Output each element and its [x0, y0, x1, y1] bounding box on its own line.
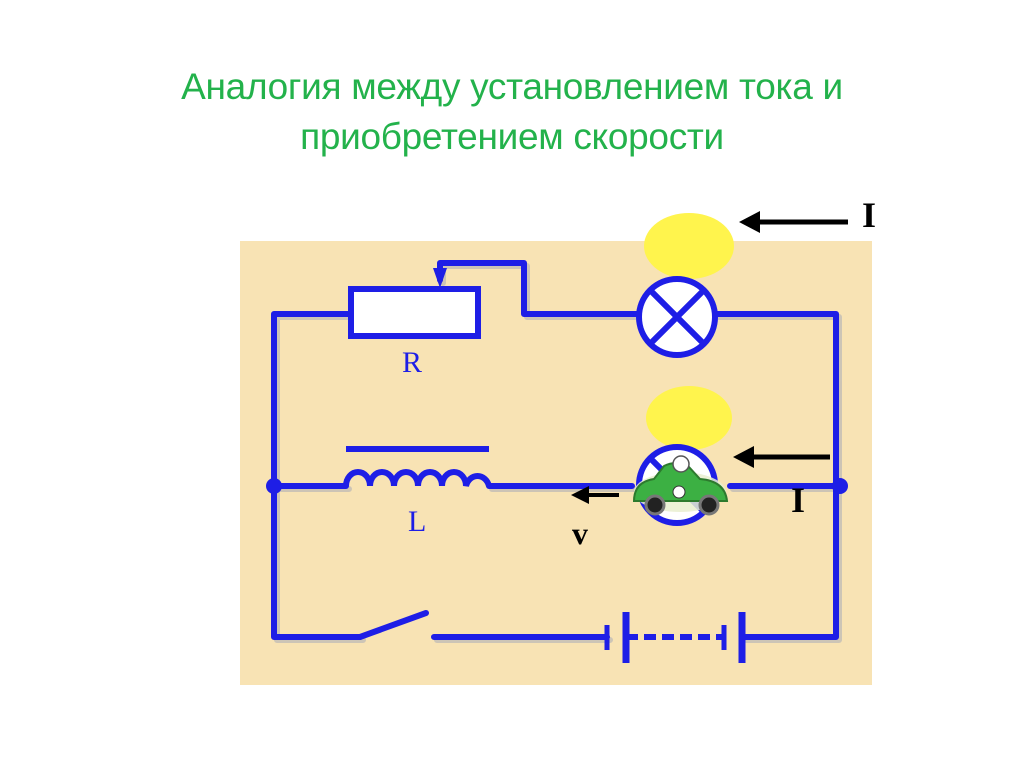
page-title: Аналогия между установлением тока и прио… [60, 62, 964, 162]
junction-right [832, 478, 848, 494]
current-arrow-top [739, 211, 848, 233]
lamp-glow-top [644, 213, 734, 279]
rheostat-slider-arrow [433, 268, 447, 288]
battery [604, 612, 746, 663]
junction-left [266, 478, 282, 494]
velocity-arrow [571, 486, 619, 504]
current-arrow-middle [733, 446, 830, 468]
lamp-top [636, 213, 734, 358]
inductor-label: L [408, 505, 426, 538]
title-line-2: приобретением скорости [300, 116, 724, 157]
rheostat [348, 268, 481, 339]
current-label-middle: I [791, 480, 805, 520]
switch [357, 610, 429, 640]
car-wheel-rear [644, 494, 666, 516]
current-label-top: I [862, 195, 876, 235]
car-wheel-front [698, 494, 720, 516]
velocity-label: v [572, 515, 588, 551]
title-line-1: Аналогия между установлением тока и [181, 66, 843, 107]
race-car [632, 455, 729, 516]
lamp-glow-middle [646, 386, 732, 450]
inductor [343, 446, 492, 487]
diagram-background [240, 241, 872, 685]
resistor-label: R [402, 346, 422, 379]
